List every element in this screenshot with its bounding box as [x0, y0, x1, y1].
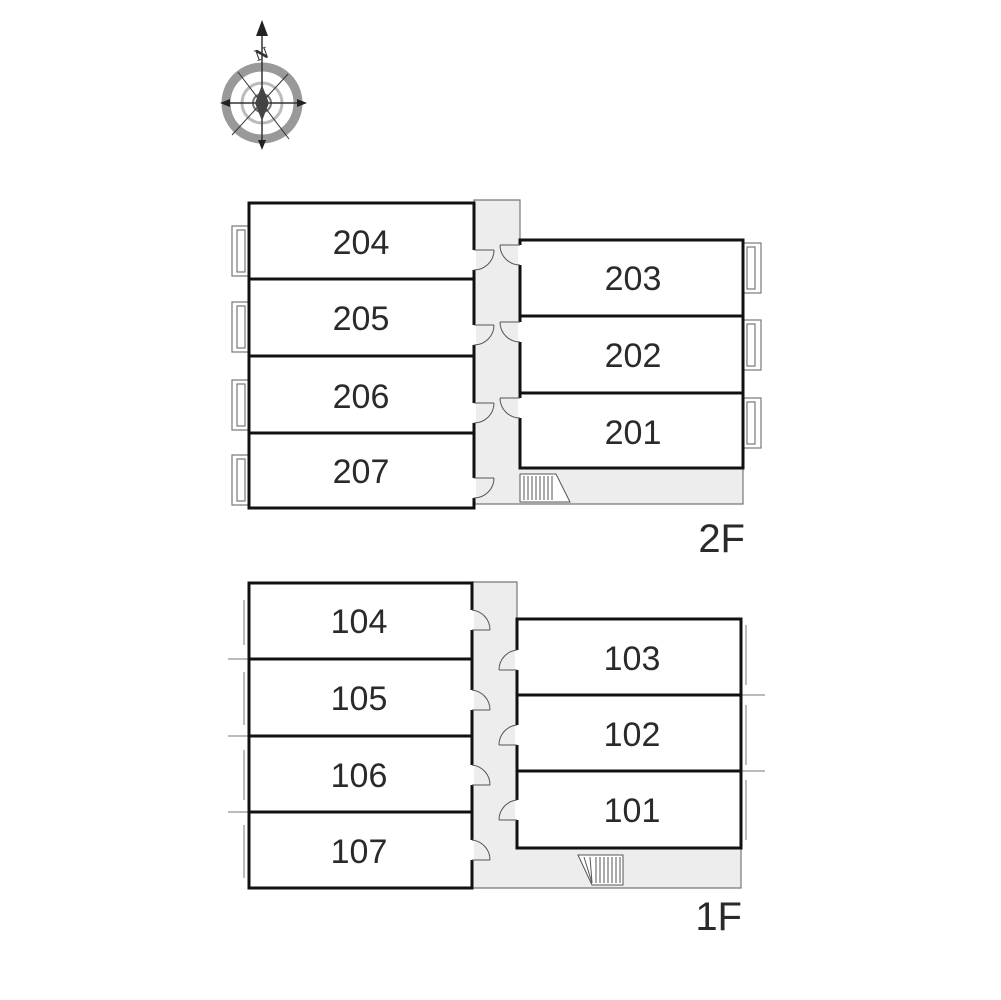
floor-2f-plan: 204 205 206 207 203 202 201 2F [231, 199, 762, 561]
unit-label-103: 103 [604, 640, 661, 678]
unit-207 [247, 431, 476, 510]
floor-2f-stairs [519, 473, 571, 503]
unit-label-107: 107 [331, 833, 388, 871]
unit-label-206: 206 [333, 378, 390, 416]
unit-204 [247, 201, 476, 281]
unit-label-106: 106 [331, 757, 388, 795]
unit-205 [247, 277, 476, 358]
floor-1f-left-block [247, 581, 474, 890]
unit-label-203: 203 [605, 260, 662, 298]
unit-label-205: 205 [333, 300, 390, 338]
floor-2f-right-balconies [742, 242, 762, 449]
floor-1f-right-block [515, 617, 743, 850]
floor-2f-left-balconies [231, 225, 250, 506]
floor-2f-left-block [247, 201, 476, 510]
unit-label-201: 201 [605, 414, 662, 452]
floor-2f-doors [472, 244, 522, 499]
floor-label-1f: 1F [695, 895, 742, 939]
unit-label-102: 102 [604, 716, 661, 754]
unit-106 [247, 734, 474, 814]
floor-1f-plan: 104 105 106 107 103 102 101 1F [228, 581, 765, 939]
unit-label-104: 104 [331, 603, 388, 641]
unit-label-105: 105 [331, 680, 388, 718]
floor-2f-right-block [518, 238, 745, 470]
compass-north-letter: N [252, 43, 271, 65]
floor-1f-side-lines [228, 600, 765, 878]
floor-1f-stairs [577, 854, 624, 886]
floor-1f-doors [470, 609, 519, 861]
unit-201 [518, 391, 745, 470]
unit-101 [515, 769, 743, 850]
unit-label-202: 202 [605, 337, 662, 375]
unit-label-207: 207 [333, 453, 390, 491]
unit-label-101: 101 [604, 792, 661, 830]
unit-label-204: 204 [333, 224, 390, 262]
unit-105 [247, 657, 474, 738]
unit-102 [515, 693, 743, 773]
north-compass-icon: N [220, 20, 307, 150]
floor-label-2f: 2F [698, 517, 745, 561]
